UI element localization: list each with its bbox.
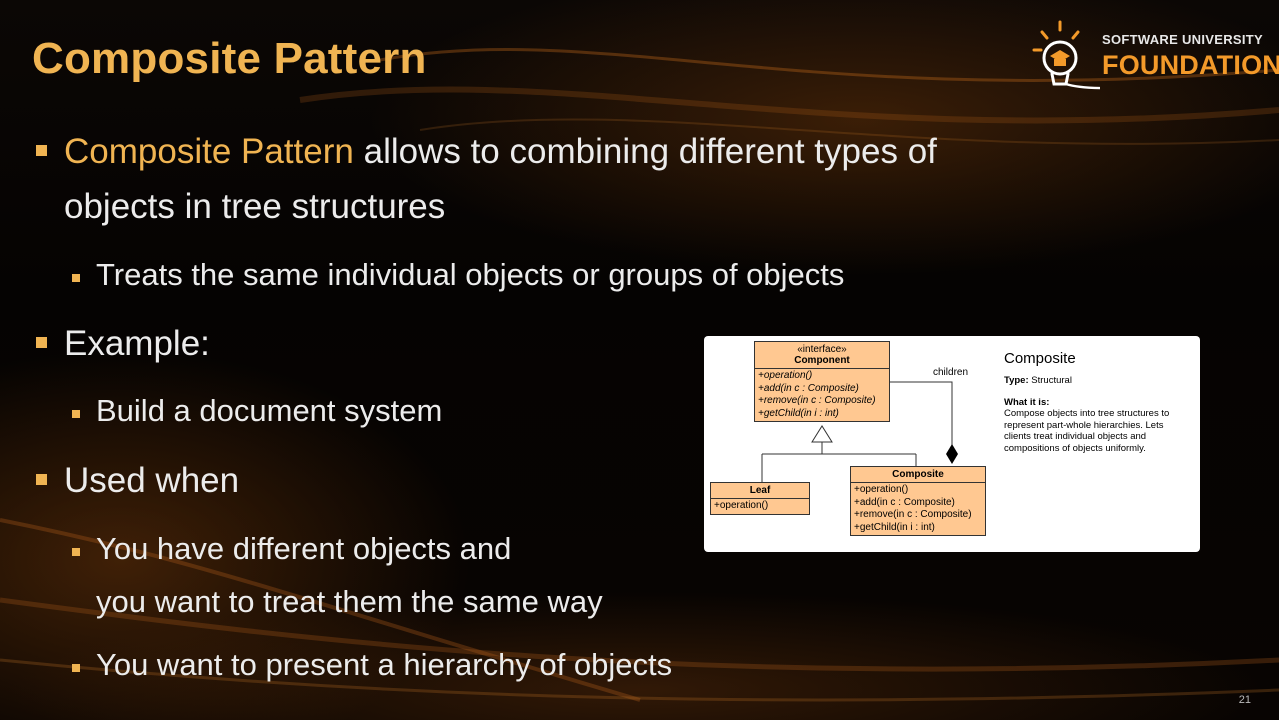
component-op: +remove(in c : Composite) [758, 395, 876, 406]
component-name: Component [794, 355, 850, 366]
logo-line-1: SOFTWARE UNIVERSITY [1102, 32, 1263, 47]
pattern-info: Composite Type: Structural What it is: C… [1004, 350, 1198, 454]
leaf-class-header: Leaf [711, 483, 809, 499]
info-desc-line: Compose objects into tree structures to [1004, 408, 1170, 419]
softuni-logo: SOFTWARE UNIVERSITY FOUNDATION [1030, 18, 1279, 98]
uml-connectors [761, 381, 958, 482]
composite-op: +remove(in c : Composite) [854, 509, 972, 520]
composite-op: +operation() [854, 484, 909, 495]
component-class: «interface» Component +operation() +add(… [754, 341, 890, 422]
component-class-header: «interface» Component [755, 342, 889, 369]
sub-bullet-2: Build a document system [96, 393, 443, 428]
leaf-class: Leaf +operation() [710, 482, 810, 515]
info-desc-line: represent part-whole hierarchies. Lets [1004, 419, 1164, 431]
bullet-3: Used when [64, 461, 240, 500]
composite-class-header: Composite [851, 467, 985, 483]
slide-title: Composite Pattern [32, 34, 427, 83]
leaf-op: +operation() [714, 500, 769, 511]
sub-bullet-marker [72, 664, 80, 672]
sub-bullet-4: You want to present a hierarchy of objec… [96, 647, 673, 682]
component-ops: +operation() +add(in c : Composite) +rem… [755, 369, 889, 421]
leaf-ops: +operation() [711, 499, 809, 514]
composite-class: Composite +operation() +add(in c : Compo… [850, 466, 986, 536]
bullet-2: Example: [64, 324, 210, 363]
children-label: children [933, 367, 969, 378]
sub-bullet-marker [72, 548, 80, 556]
sub-bullet-3-line-2: you want to treat them the same way [96, 584, 603, 619]
sub-bullet-3: You have different objects and [96, 531, 512, 566]
logo-line-2: FOUNDATION [1102, 50, 1279, 80]
sub-bullet-marker [72, 410, 80, 418]
leaf-name: Leaf [749, 485, 771, 496]
info-what: What it is: [1004, 397, 1198, 409]
bullet-1-text: allows to combining different types of [353, 132, 937, 171]
composite-ops: +operation() +add(in c : Composite) +rem… [851, 483, 985, 535]
component-stereotype: «interface» [797, 344, 847, 355]
info-what-label: What it is: [1004, 396, 1050, 408]
info-title: Composite [1004, 350, 1076, 367]
composite-name: Composite [892, 469, 944, 480]
bullet-marker [36, 145, 47, 156]
bullet-1-line-2: objects in tree structures [64, 187, 446, 226]
info-desc-line: compositions of objects uniformly. [1004, 442, 1146, 454]
bullet-marker [36, 474, 47, 485]
bullet-1: Composite Pattern allows to combining di… [64, 132, 937, 172]
component-op: +getChild(in i : int) [758, 407, 839, 419]
sub-bullet-marker [72, 274, 80, 282]
composite-op: +getChild(in i : int) [854, 521, 935, 533]
info-type-label: Type: [1004, 375, 1029, 386]
lightbulb-icon [1032, 20, 1266, 90]
bullet-marker [36, 337, 47, 348]
page-number: 21 [1238, 694, 1251, 706]
component-op: +operation() [758, 370, 813, 381]
info-type-value: Structural [1031, 375, 1072, 386]
bullet-1-highlight: Composite Pattern [64, 132, 354, 171]
uml-diagram: «interface» Component +operation() +add(… [704, 336, 1200, 552]
info-type: Type: Structural [1004, 375, 1198, 387]
sub-bullet-1: Treats the same individual objects or gr… [96, 257, 845, 292]
info-desc-line: clients treat individual objects and [1004, 431, 1147, 442]
component-op: +add(in c : Composite) [758, 382, 859, 394]
composite-op: +add(in c : Composite) [854, 496, 955, 508]
